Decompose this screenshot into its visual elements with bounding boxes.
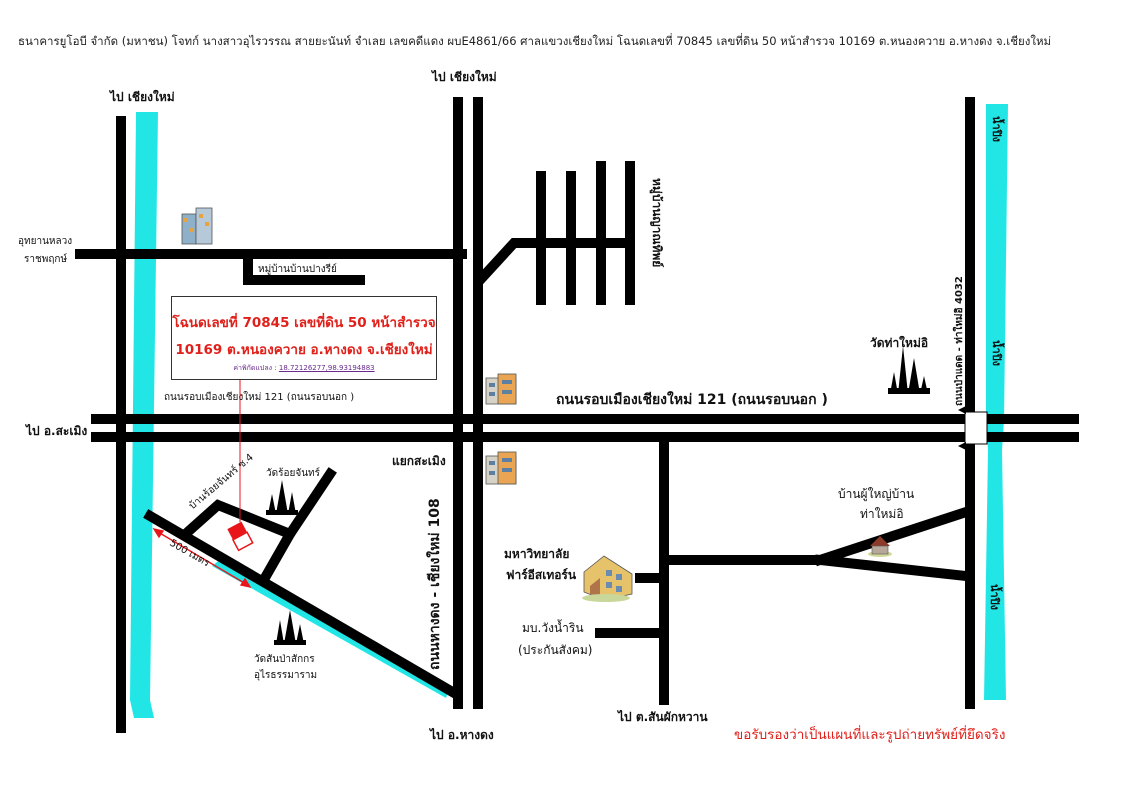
label-to-sanphakwan: ไป ต.สันผักหวาน: [618, 710, 708, 724]
label-samoeng-junction: แยกสะเมิง: [392, 454, 446, 468]
label-wat-thamai: วัดท่าใหม่อิ: [870, 336, 929, 350]
road-headman-upper: [813, 505, 973, 567]
label-wat-sanpa-1: วัดสันป่าสักกร: [254, 654, 315, 665]
header-text: ธนาคารยูโอบี จำกัด (มหาชน) โจทก์ นางสาวอ…: [18, 34, 1052, 48]
label-village-wang-1: มบ.วังน้ำริน: [522, 621, 584, 635]
label-university-1: มหาวิทยาลัย: [504, 547, 570, 561]
temple-icon-thamai: [888, 346, 930, 394]
university-icon: [582, 555, 633, 602]
label-wat-roijan: วัดร้อยจันทร์: [266, 468, 321, 479]
road-comb-access: [472, 238, 633, 288]
road-diagonal: [143, 509, 463, 701]
label-ring-road-small: ถนนรอบเมืองเชียงใหม่ 121 (ถนนรอบนอก ): [164, 392, 355, 403]
label-village-right: หมู่บ้านญาณทิพย์: [650, 178, 664, 268]
canal-diagonal: [212, 558, 450, 698]
label-to-chiangmai-center: ไป เชียงใหม่: [432, 70, 497, 84]
river-right: [984, 104, 1008, 700]
road-soi-branch: [283, 467, 337, 541]
road-headman-lower: [814, 554, 972, 582]
label-to-samoeng: ไป อ.สะเมิง: [26, 424, 88, 438]
property-line-1: โฉนดเลขที่ 70845 เลขที่ดิน 50 หน้าสำรวจ: [172, 315, 436, 331]
road-pangree: [243, 255, 365, 285]
coord-value: 18.72126277,98.93194883: [278, 364, 375, 372]
label-village-pangree: หมู่บ้านบ้านปางรีย์: [258, 264, 337, 275]
coord-label: ค่าพิกัดแปลง :: [233, 364, 277, 372]
label-royal-park-1: อุทยานหลวง: [18, 236, 73, 247]
house-icon-headman: [868, 536, 892, 557]
temple-icon-roijan: [266, 480, 298, 515]
property-marker: [227, 521, 254, 552]
label-river-mid: น้ำปิง: [990, 340, 1003, 367]
distance-arrow: [152, 527, 252, 589]
label-village-wang-2: (ประกันสังคม): [518, 643, 593, 657]
road-soi-roijan: [182, 499, 298, 583]
certification-text: ขอรับรองว่าเป็นแผนที่และรูปถ่ายทรัพย์ที่…: [734, 727, 1006, 743]
building-icon-ring-1: [485, 373, 517, 405]
property-info-box: โฉนดเลขที่ 70845 เลขที่ดิน 50 หน้าสำรวจ …: [171, 296, 437, 380]
bridge-arrow-bottom: [958, 442, 966, 450]
label-road-108: ถนนหางดง - เชียงใหม่ 108: [427, 498, 443, 670]
label-river-top: น้ำปิง: [990, 116, 1003, 143]
property-line-2: 10169 ต.หนองควาย อ.หางดง จ.เชียงใหม่: [175, 342, 433, 358]
label-headman-2: ท่าใหม่อิ: [860, 507, 904, 521]
label-river-bottom: น้ำปิง: [988, 584, 1001, 611]
label-road-4032: ถนนป่าแดด - ท่าใหม่อิ 4032: [954, 276, 965, 406]
bridge: [964, 411, 988, 445]
label-ring-road-big: ถนนรอบเมืองเชียงใหม่ 121 (ถนนรอบนอก ): [556, 392, 828, 408]
label-royal-park-2: ราชพฤกษ์: [24, 254, 68, 265]
label-headman-1: บ้านผู้ใหญ่บ้าน: [838, 487, 915, 501]
label-university-2: ฟาร์อีสเทอร์น: [506, 568, 577, 582]
temple-icon-sanpa: [274, 610, 306, 645]
label-to-chiangmai-left: ไป เชียงใหม่: [110, 90, 175, 104]
label-wat-sanpa-2: อุไรธรรมาราม: [254, 670, 318, 681]
building-icon-park: [181, 207, 213, 245]
building-icon-ring-2: [485, 451, 517, 485]
property-coord: ค่าพิกัดแปลง : 18.72126277,98.93194883: [172, 363, 436, 374]
label-to-hangdong: ไป อ.หางดง: [430, 728, 494, 742]
bridge-arrow-top: [958, 406, 966, 414]
